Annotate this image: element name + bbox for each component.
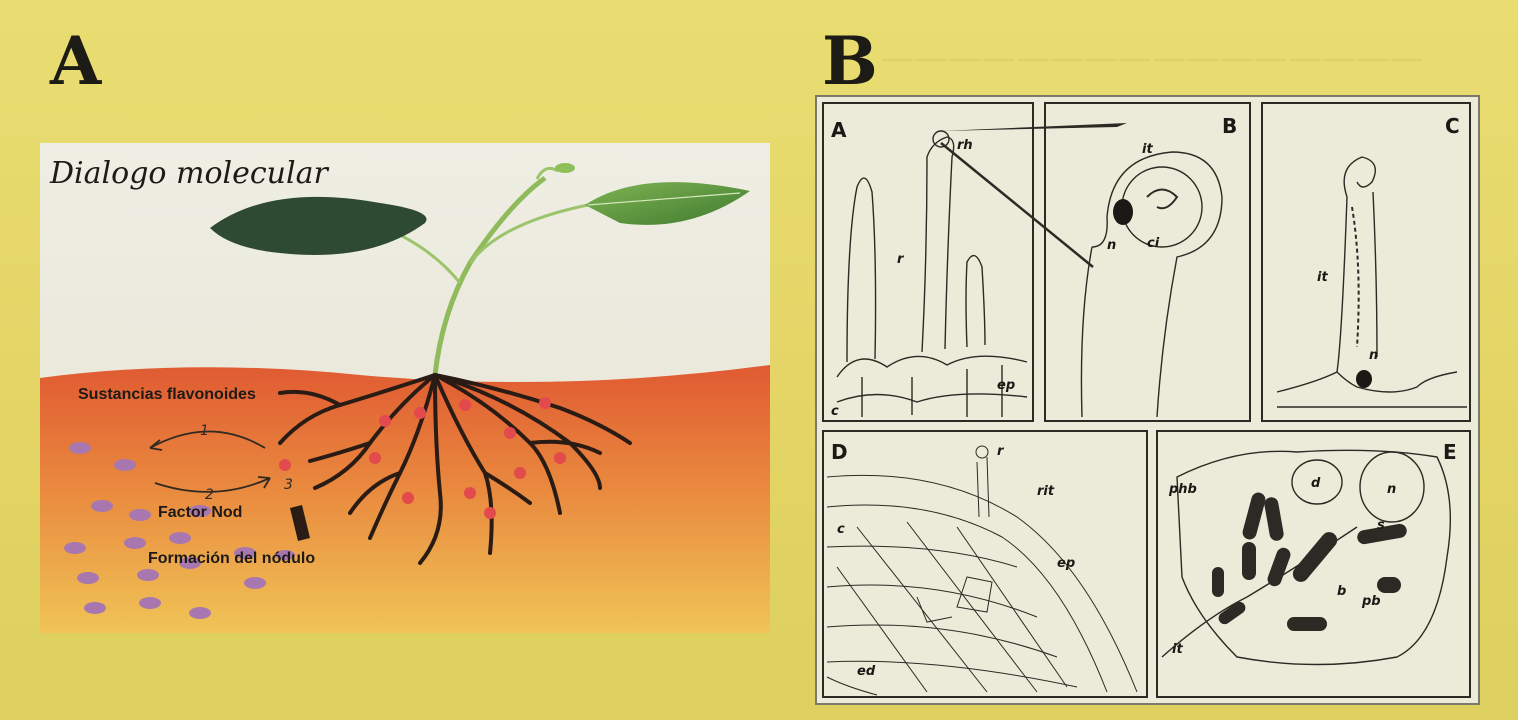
subpanel-b-label-n: n <box>1107 238 1116 253</box>
panel-a-illustration: 1 2 3 Dialogo molecular Sustancias flavo… <box>40 143 770 633</box>
subpanel-e-label-b: b <box>1337 584 1346 599</box>
subpanel-c-letter: C <box>1445 114 1460 138</box>
label-nodule-formation: Formación del nódulo <box>148 550 315 567</box>
subpanel-e-label-pb: pb <box>1361 594 1381 609</box>
subpanel-d-label-rit: rit <box>1037 484 1055 499</box>
subpanel-b-label-it: it <box>1142 142 1153 157</box>
subpanel-e-letter: E <box>1443 440 1457 464</box>
subpanel-d-label-ed: ed <box>857 664 876 679</box>
subpanel-e-label-s: s <box>1377 518 1385 533</box>
subpanel-d-drawing <box>827 446 1137 695</box>
subpanel-d-label-c: c <box>837 522 845 537</box>
subpanel-e-label-phb: phb <box>1168 482 1197 497</box>
subpanel-e-label-n: n <box>1387 482 1396 497</box>
panel-a-letter: A <box>50 28 101 94</box>
panel-b-drawings: A B C D E rh r ep c it n ci it n r rit <box>815 95 1480 705</box>
subpanel-b-drawing <box>1081 152 1222 417</box>
subpanel-b-label-ci: ci <box>1147 236 1160 251</box>
subpanel-e-label-d: d <box>1311 476 1321 491</box>
label-nod-factor: Factor Nod <box>158 504 242 521</box>
subpanel-a-label-ep: ep <box>997 378 1015 393</box>
subpanel-d-label-r: r <box>997 444 1005 459</box>
step-1-label: 1 <box>200 423 209 439</box>
subpanel-c-label-n: n <box>1369 348 1378 363</box>
subpanel-b-letter: B <box>1222 114 1237 138</box>
subpanel-d-letter: D <box>831 440 848 464</box>
subpanel-a-label-r: r <box>897 252 905 267</box>
subpanel-d-frame <box>823 431 1147 697</box>
subpanel-c-nucleus <box>1356 370 1372 388</box>
plant-bud-leaf <box>555 163 575 173</box>
panel-a-svg: 1 2 3 Dialogo molecular Sustancias flavo… <box>40 143 770 633</box>
step-2-label: 2 <box>205 487 214 503</box>
panel-b-letter: B <box>822 28 878 94</box>
subpanel-a-label-c: c <box>831 404 839 419</box>
subpanel-e-bacteroids <box>1212 491 1408 631</box>
subpanel-e-label-it: it <box>1172 642 1183 657</box>
subpanel-a-drawing <box>837 131 1027 417</box>
panel-b-svg: A B C D E rh r ep c it n ci it n r rit <box>817 97 1478 703</box>
zoom-line-bottom <box>941 143 1093 267</box>
subpanel-b-nucleus <box>1113 199 1133 225</box>
step-3-label: 3 <box>284 477 293 493</box>
subpanel-a-letter: A <box>831 118 847 142</box>
subpanel-d-label-ep: ep <box>1057 556 1075 571</box>
panel-a-title: Dialogo molecular <box>49 156 329 191</box>
subpanel-c-label-it: it <box>1317 270 1328 285</box>
subpanel-a-label-rh: rh <box>957 138 973 153</box>
subpanel-c-drawing <box>1277 157 1467 407</box>
bg-text-bleed: ———————————————— <box>880 38 1424 78</box>
label-flavonoids: Sustancias flavonoides <box>78 386 256 403</box>
